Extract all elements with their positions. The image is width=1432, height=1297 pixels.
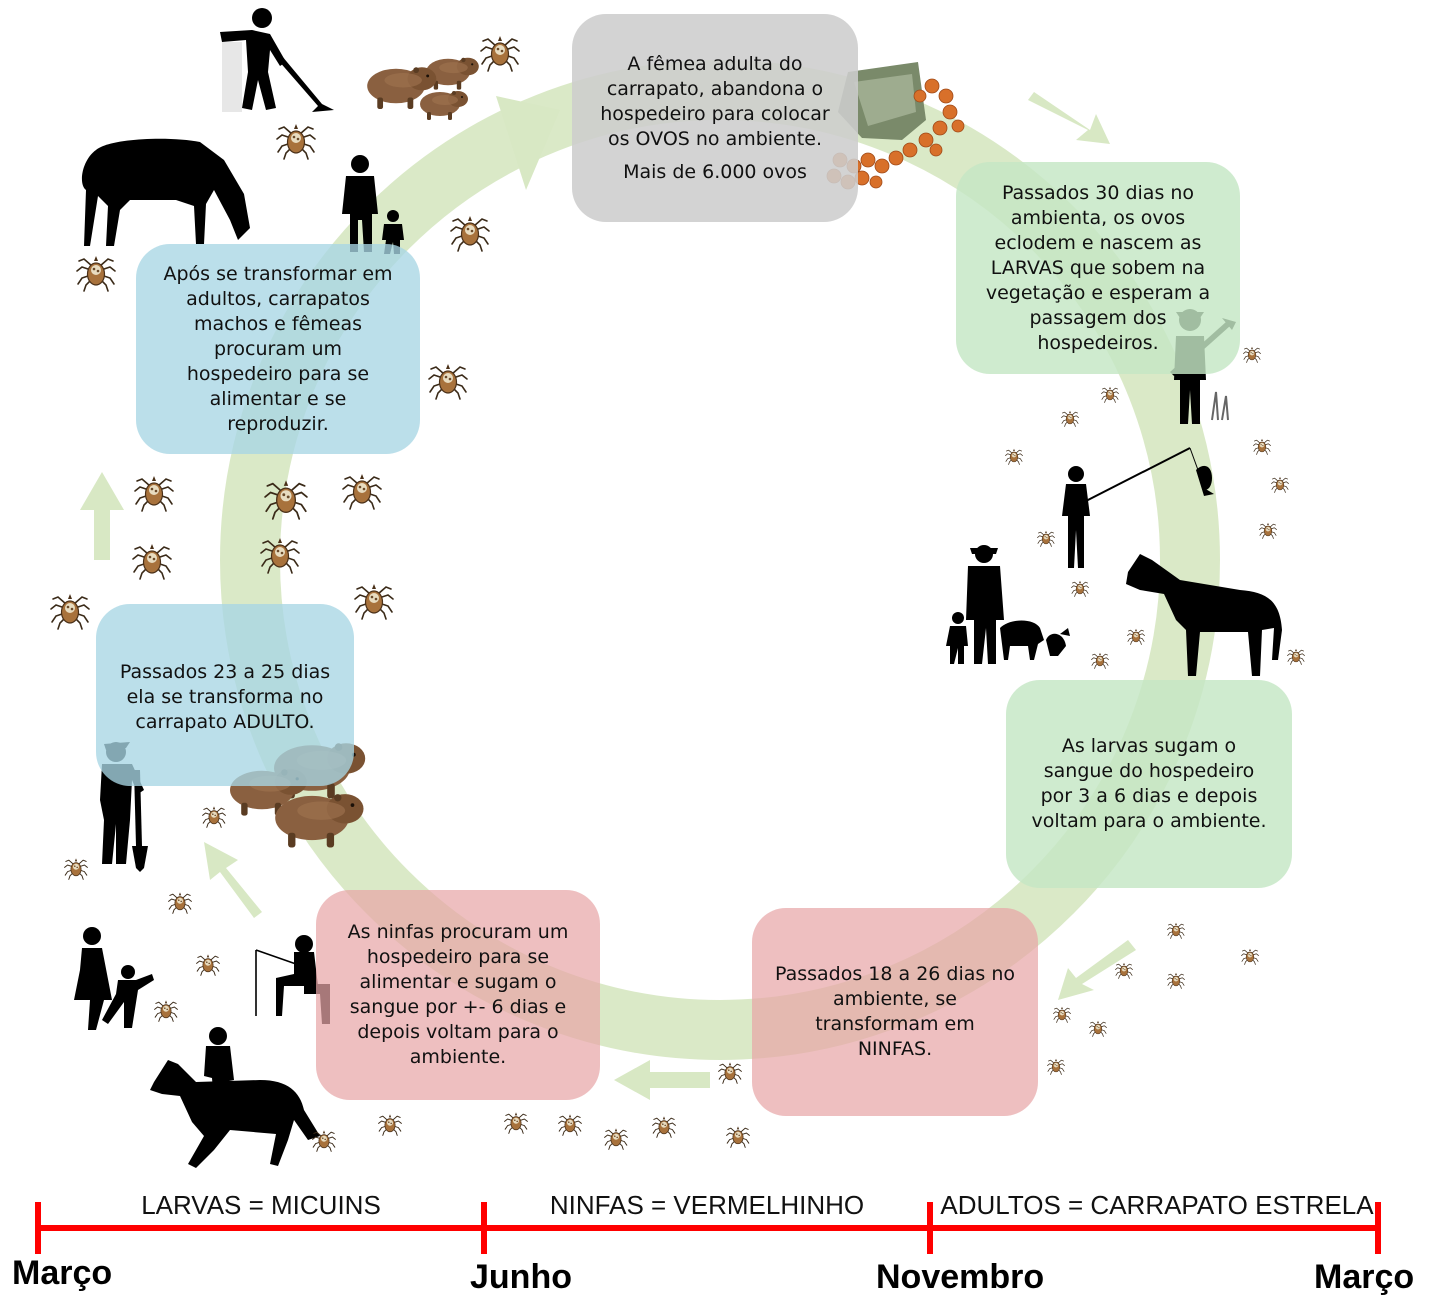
timeline — [35, 1202, 1381, 1254]
horse-rider-icon — [150, 1027, 320, 1168]
step-nymph-feed: As ninfas procuram um hospedeiro para se… — [316, 890, 600, 1100]
direction-arrows — [80, 92, 1136, 1100]
month-marco-end: Março — [1314, 1258, 1415, 1296]
arrow-down-left-icon — [1058, 940, 1136, 1000]
arrow-left-icon — [614, 1060, 710, 1100]
month-junho: Junho — [470, 1258, 572, 1296]
step-larvae-feed-text: As larvas sugam o sangue do hospedeiro p… — [1031, 735, 1267, 832]
arrow-up-left-icon — [204, 842, 262, 918]
step-nymph-molt: Passados 18 a 26 dias no ambiente, se tr… — [752, 908, 1038, 1116]
step-adult-molt: Passados 23 a 25 dias ela se transforma … — [96, 604, 354, 786]
eggs-count-text: Mais de 6.000 ovos — [623, 160, 807, 183]
step-nymph-molt-text: Passados 18 a 26 dias no ambiente, se tr… — [774, 963, 1015, 1060]
step-eggs: A fêmea adulta do carrapato, abandona o … — [572, 14, 858, 222]
step-larvae-feed: As larvas sugam o sangue do hospedeiro p… — [1006, 680, 1292, 888]
arrow-down-right-icon — [1028, 92, 1110, 144]
mother-child-icon — [74, 927, 154, 1030]
segment-ninfas-label: NINFAS = VERMELHINHO — [549, 1190, 865, 1220]
segment-adultos-label: ADULTOS = CARRAPATO ESTRELA — [940, 1190, 1374, 1220]
step-larvae-hatch: Passados 30 dias no ambienta, os ovos ec… — [956, 162, 1240, 374]
capybara-group-top — [367, 57, 479, 120]
horse-icon-right — [1126, 554, 1282, 676]
step-adult-molt-text: Passados 23 a 25 dias ela se transforma … — [119, 661, 331, 733]
segment-larvas-label: LARVAS = MICUINS — [141, 1190, 381, 1220]
step-nymph-feed-text: As ninfas procuram um hospedeiro para se… — [347, 921, 569, 1068]
arrow-up-icon — [80, 472, 124, 560]
step-eggs-text: A fêmea adulta do carrapato, abandona o … — [600, 52, 830, 150]
step-adult-feed: Após se transformar em adultos, carrapat… — [136, 244, 420, 454]
horse-icon-top-left — [81, 138, 250, 246]
family-animals-icon — [946, 545, 1070, 664]
fisherman-icon — [1062, 447, 1214, 568]
step-adult-feed-text: Após se transformar em adultos, carrapat… — [163, 262, 393, 435]
month-marco-start: Março — [12, 1254, 113, 1292]
person-mowing-icon — [220, 8, 334, 112]
step-larvae-hatch-text: Passados 30 dias no ambienta, os ovos ec… — [985, 181, 1211, 354]
month-novembro: Novembro — [876, 1258, 1045, 1296]
